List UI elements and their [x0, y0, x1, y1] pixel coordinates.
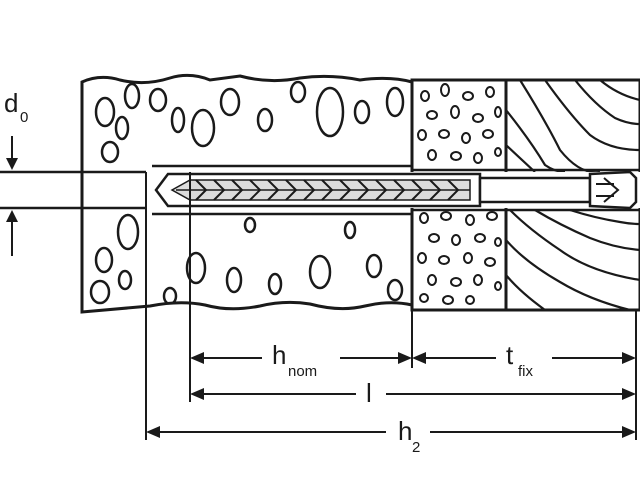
l-label: l: [366, 378, 372, 408]
h-nom-label-sub: nom: [288, 363, 317, 380]
masonry-pores: [89, 80, 405, 306]
t-fix-dimension: [412, 352, 636, 364]
h2-label-main: h: [398, 416, 412, 446]
t-fix-label-main: t: [506, 340, 514, 370]
d0-label: d 0: [4, 88, 28, 126]
plaster-grain: [417, 83, 502, 305]
h-nom-dimension: [190, 352, 412, 364]
d0-label-main: d: [4, 88, 18, 118]
frame-plug: [154, 172, 482, 208]
fixing-screw: [478, 170, 638, 210]
h-nom-label: h nom: [272, 340, 317, 380]
l-dimension: [190, 388, 636, 400]
t-fix-label-sub: fix: [518, 363, 534, 380]
t-fix-label: t fix: [506, 340, 534, 380]
h2-label-sub: 2: [412, 439, 420, 456]
wood-grain: [506, 80, 640, 310]
h-nom-label-main: h: [272, 340, 286, 370]
h2-dimension: [146, 426, 636, 438]
h2-label: h 2: [398, 416, 420, 456]
d0-dimension: [6, 136, 18, 256]
d0-label-sub: 0: [20, 109, 28, 126]
extension-lines: [189, 172, 637, 440]
